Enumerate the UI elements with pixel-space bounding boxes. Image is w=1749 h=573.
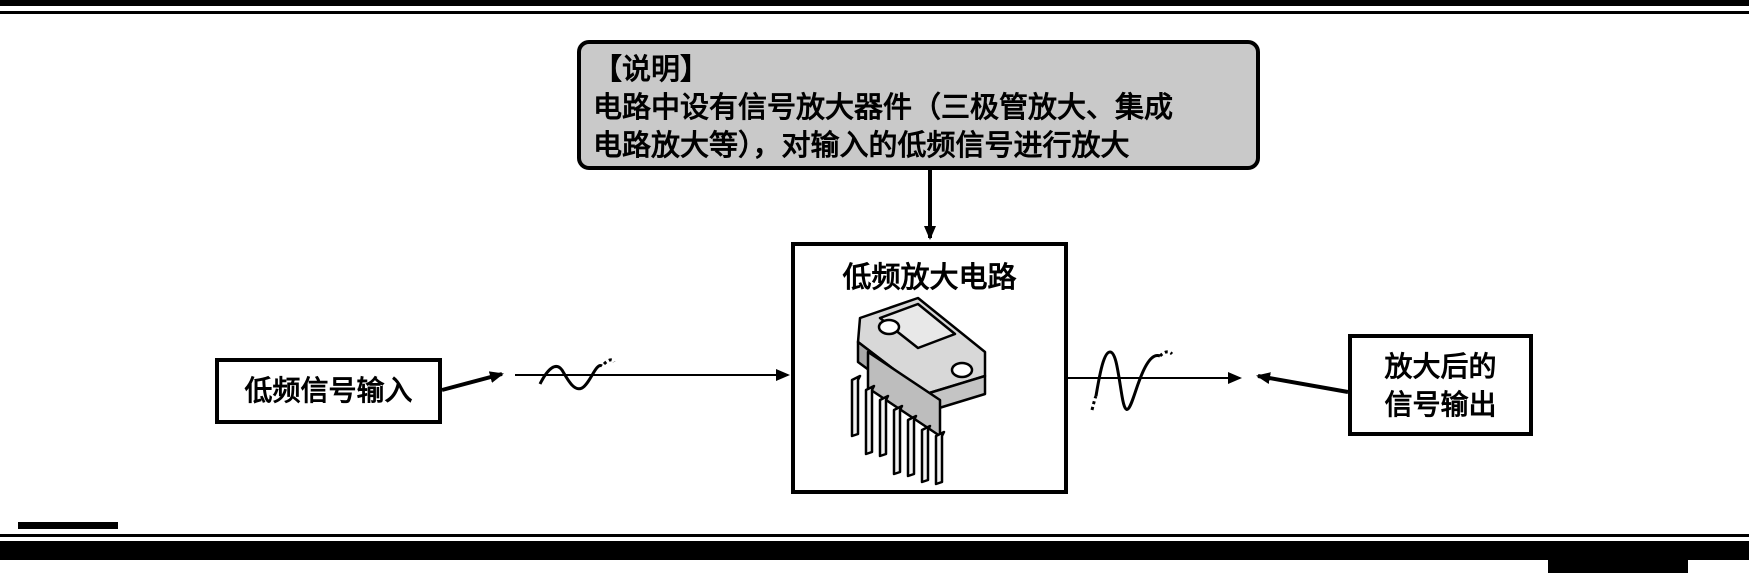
bottom-rule	[0, 541, 1749, 560]
bottom-corner-block	[1548, 560, 1688, 573]
power-amplifier-ic-icon	[850, 296, 987, 486]
note-line-1: 电路中设有信号放大器件（三极管放大、集成	[593, 90, 1174, 124]
top-rule	[0, 0, 1749, 6]
main-block-title: 低频放大电路	[842, 260, 1017, 294]
output-label-arrow	[1256, 372, 1349, 394]
output-label-box: 放大后的 信号输出	[1348, 334, 1533, 436]
top-rule-thin	[0, 11, 1749, 14]
output-label-line-1: 放大后的	[1384, 350, 1497, 383]
bottom-short-rule	[18, 522, 118, 529]
input-label-arrow	[441, 371, 504, 392]
large-sine-wave-icon	[1090, 350, 1174, 411]
note-line-2: 电路放大等），对输入的低频信号进行放大	[593, 128, 1130, 162]
bottom-rule-thin	[0, 534, 1749, 537]
explanation-note: 【说明】 电路中设有信号放大器件（三极管放大、集成 电路放大等），对输入的低频信…	[577, 40, 1260, 170]
output-label-line-2: 信号输出	[1384, 388, 1497, 421]
note-heading: 【说明】	[593, 52, 710, 86]
small-sine-wave-icon	[538, 358, 616, 391]
input-label: 低频信号输入	[244, 374, 413, 407]
input-label-box: 低频信号输入	[215, 358, 442, 424]
